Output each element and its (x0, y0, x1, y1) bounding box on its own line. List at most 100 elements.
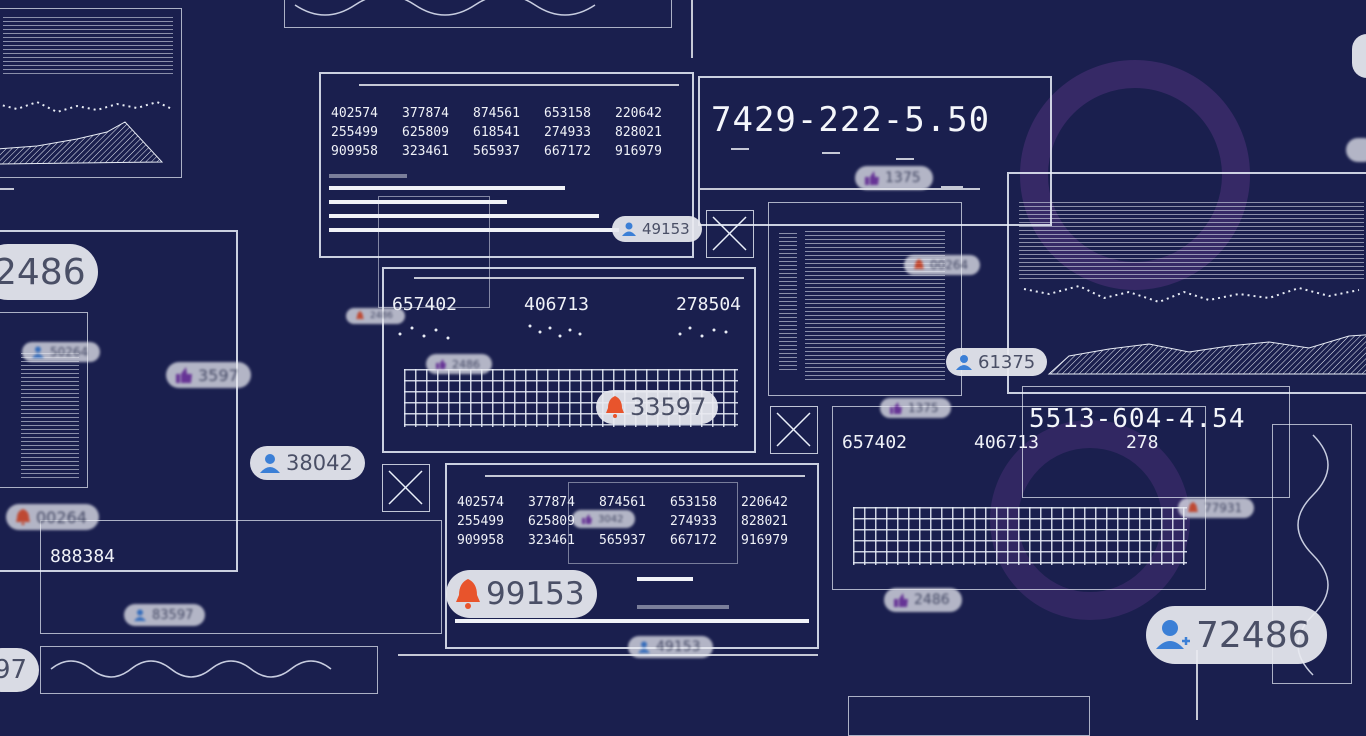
text-lines (1019, 202, 1364, 282)
badge-user[interactable]: 83597 (124, 604, 206, 626)
user-icon (32, 346, 44, 358)
cell: 255499 (331, 125, 378, 140)
overlay-frame (568, 482, 738, 564)
bell-icon (456, 579, 480, 609)
badge-bell[interactable]: 00264 (904, 255, 981, 275)
divider (414, 277, 744, 279)
badge-value: 00264 (36, 507, 87, 527)
badge-value: 2486 (914, 592, 950, 608)
cell: 667172 (670, 533, 717, 548)
area-chart (1023, 284, 1366, 375)
scatter-value: 278 (1126, 432, 1159, 453)
badge-user[interactable]: 38042 (250, 446, 365, 480)
wave-line (294, 0, 596, 16)
phone-id-right: 5513-604-4.54 (1029, 404, 1246, 434)
dash (822, 152, 840, 154)
progress-bar (637, 605, 729, 609)
user-icon (134, 609, 146, 621)
cell: 653158 (544, 106, 591, 121)
cell: 625809 (528, 514, 575, 529)
badge-partial[interactable] (1352, 34, 1366, 78)
thumb-icon (890, 402, 902, 414)
wave-panel-top (284, 0, 672, 28)
cell: 377874 (402, 106, 449, 121)
scatter-value: 657402 (842, 432, 908, 453)
badge-value: 38042 (286, 451, 353, 475)
badge-partial[interactable]: 2486 (0, 244, 98, 300)
chart-panel-right (1007, 172, 1366, 394)
text-lines (3, 17, 173, 77)
cell: 828021 (615, 125, 662, 140)
id-panel-top (698, 76, 1052, 226)
badge-user[interactable]: 50264 (22, 342, 101, 362)
cell: 618541 (473, 125, 520, 140)
thumb-icon (865, 171, 879, 185)
scatter-value: 406713 (524, 294, 590, 315)
badge-thumb[interactable]: 3042 (572, 510, 636, 528)
cell: 402574 (331, 106, 378, 121)
progress-bar (329, 186, 565, 190)
text-lines (21, 353, 79, 479)
cell: 874561 (599, 495, 646, 510)
badge-value: 2486 (452, 357, 480, 371)
badge-user[interactable]: 72486 (1146, 606, 1327, 664)
badge-value: 3597 (198, 365, 239, 385)
badge-bell[interactable]: 33597 (596, 390, 719, 424)
cell: 377874 (528, 495, 575, 510)
bell-icon (914, 259, 924, 271)
scatter-value: 657402 (392, 294, 458, 315)
progress-bar (455, 619, 809, 623)
user-icon (956, 354, 972, 370)
dash (941, 186, 963, 188)
badge-thumb[interactable]: 1375 (880, 398, 951, 418)
bottom-panel (848, 696, 1090, 736)
area-chart (0, 100, 173, 165)
badge-value: 97 (0, 655, 28, 685)
badge-value: 49153 (656, 639, 701, 655)
badge-value: 2486 (0, 251, 86, 293)
number-table-top: 402574 377874 874561 653158 220642 25549… (319, 72, 694, 258)
badge-user[interactable]: 61375 (946, 348, 1048, 376)
cell: 909958 (457, 533, 504, 548)
add-user-icon (1156, 619, 1190, 651)
divider (0, 188, 14, 190)
progress-bar (329, 174, 407, 178)
cell: 323461 (402, 144, 449, 159)
badge-user[interactable]: 49153 (612, 216, 702, 242)
cell: 220642 (741, 495, 788, 510)
divider (359, 84, 679, 86)
wave-panel-bottom (40, 646, 378, 694)
number-grid: 402574 377874 874561 653158 220642 25549… (331, 106, 686, 159)
badge-value: 61375 (978, 351, 1036, 373)
thumb-icon (436, 359, 446, 369)
bell-icon (1188, 502, 1198, 514)
cell: 565937 (473, 144, 520, 159)
badge-partial[interactable]: 97 (0, 648, 40, 692)
cell: 916979 (741, 533, 788, 548)
badge-value: 33597 (630, 393, 707, 421)
badge-bell[interactable]: 99153 (446, 570, 597, 618)
placeholder-box (770, 406, 818, 454)
thumb-icon (176, 367, 192, 383)
badge-thumb[interactable]: 1375 (855, 166, 933, 190)
divider (1196, 650, 1198, 720)
document-panel (768, 202, 962, 396)
badge-value: 3042 (598, 513, 624, 525)
bell-icon (16, 509, 30, 525)
badge-thumb[interactable]: 2486 (426, 354, 492, 374)
dash (896, 158, 914, 160)
cell: 653158 (670, 495, 717, 510)
badge-bell[interactable]: 77931 (1178, 498, 1255, 518)
badge-user[interactable]: 49153 (628, 636, 713, 658)
left-value: 888384 (50, 546, 116, 567)
badge-value: 72486 (1196, 614, 1311, 656)
badge-thumb[interactable]: 3597 (166, 362, 251, 388)
badge-bell[interactable]: 2486 (346, 308, 405, 324)
cell: 916979 (615, 144, 662, 159)
badge-thumb[interactable]: 2486 (884, 588, 962, 612)
left-mini-table (0, 312, 88, 488)
badge-value: 1375 (908, 401, 939, 415)
badge-partial[interactable] (1346, 138, 1366, 162)
text-lines (779, 233, 797, 373)
badge-bell[interactable]: 00264 (6, 504, 99, 530)
